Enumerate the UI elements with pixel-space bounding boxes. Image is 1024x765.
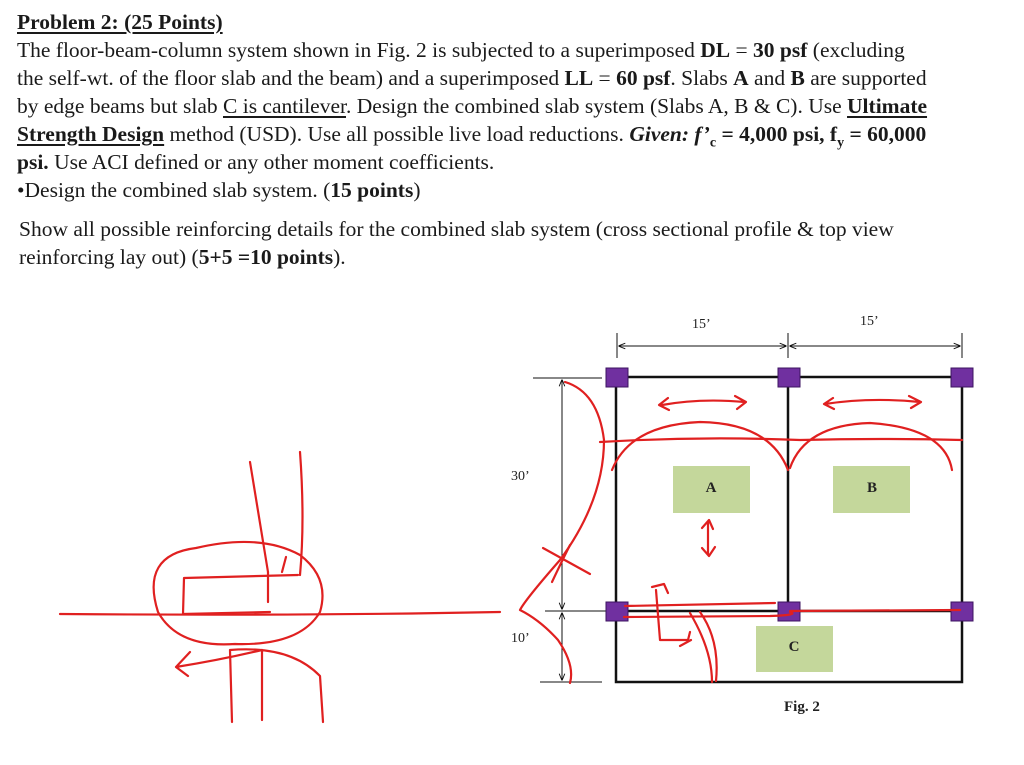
slab-b-label: B <box>867 480 877 496</box>
figure-caption: Fig. 2 <box>784 699 820 715</box>
dim-left-upper-label: 30’ <box>511 469 530 484</box>
dim-left-lower-label: 10’ <box>511 631 530 646</box>
problem-line-4: Strength Design method (USD). Use all po… <box>17 122 927 151</box>
slab-c-label: C <box>789 639 800 655</box>
columns <box>605 367 974 622</box>
slab-a-box <box>673 466 750 513</box>
problem-line-2: the self-wt. of the floor slab and the b… <box>17 66 927 90</box>
column <box>950 367 974 388</box>
column <box>950 601 974 622</box>
slab-c-box <box>756 626 833 672</box>
problem-line-5: psi. Use ACI defined or any other moment… <box>17 150 495 174</box>
slab-b-box <box>833 466 910 513</box>
column <box>605 601 629 622</box>
problem-line-6: •Design the combined slab system. (15 po… <box>17 178 421 202</box>
details-line-2: reinforcing lay out) (5+5 =10 points). <box>19 245 346 269</box>
dim-top-left-label: 15’ <box>692 317 711 332</box>
problem-line-3: by edge beams but slab C is cantilever. … <box>17 94 928 118</box>
column <box>605 367 629 388</box>
details-line-1: Show all possible reinforcing details fo… <box>19 217 894 241</box>
top-dimension <box>616 333 963 358</box>
red-sketch-annotations <box>58 380 964 724</box>
dim-top-right-label: 15’ <box>860 314 879 329</box>
slab-a-label: A <box>706 480 717 496</box>
problem-line-1: The floor-beam-column system shown in Fi… <box>17 38 905 62</box>
left-dimension <box>533 377 608 683</box>
problem-heading: Problem 2: (25 Points) <box>17 10 223 34</box>
column <box>777 367 801 388</box>
